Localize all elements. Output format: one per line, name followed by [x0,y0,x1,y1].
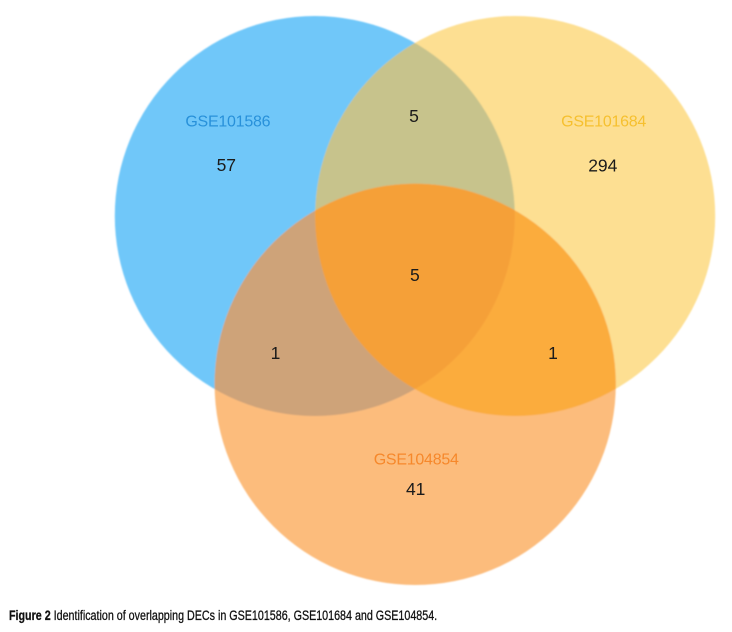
svg-text:GSE101586: GSE101586 [185,113,270,130]
svg-text:GSE104854: GSE104854 [374,452,459,469]
svg-text:5: 5 [409,106,419,126]
svg-text:5: 5 [410,265,420,285]
svg-text:1: 1 [548,343,558,363]
svg-text:294: 294 [588,155,617,175]
svg-text:41: 41 [406,479,425,499]
svg-text:1: 1 [271,343,281,363]
svg-text:57: 57 [217,155,236,175]
svg-text:GSE101684: GSE101684 [561,113,646,130]
